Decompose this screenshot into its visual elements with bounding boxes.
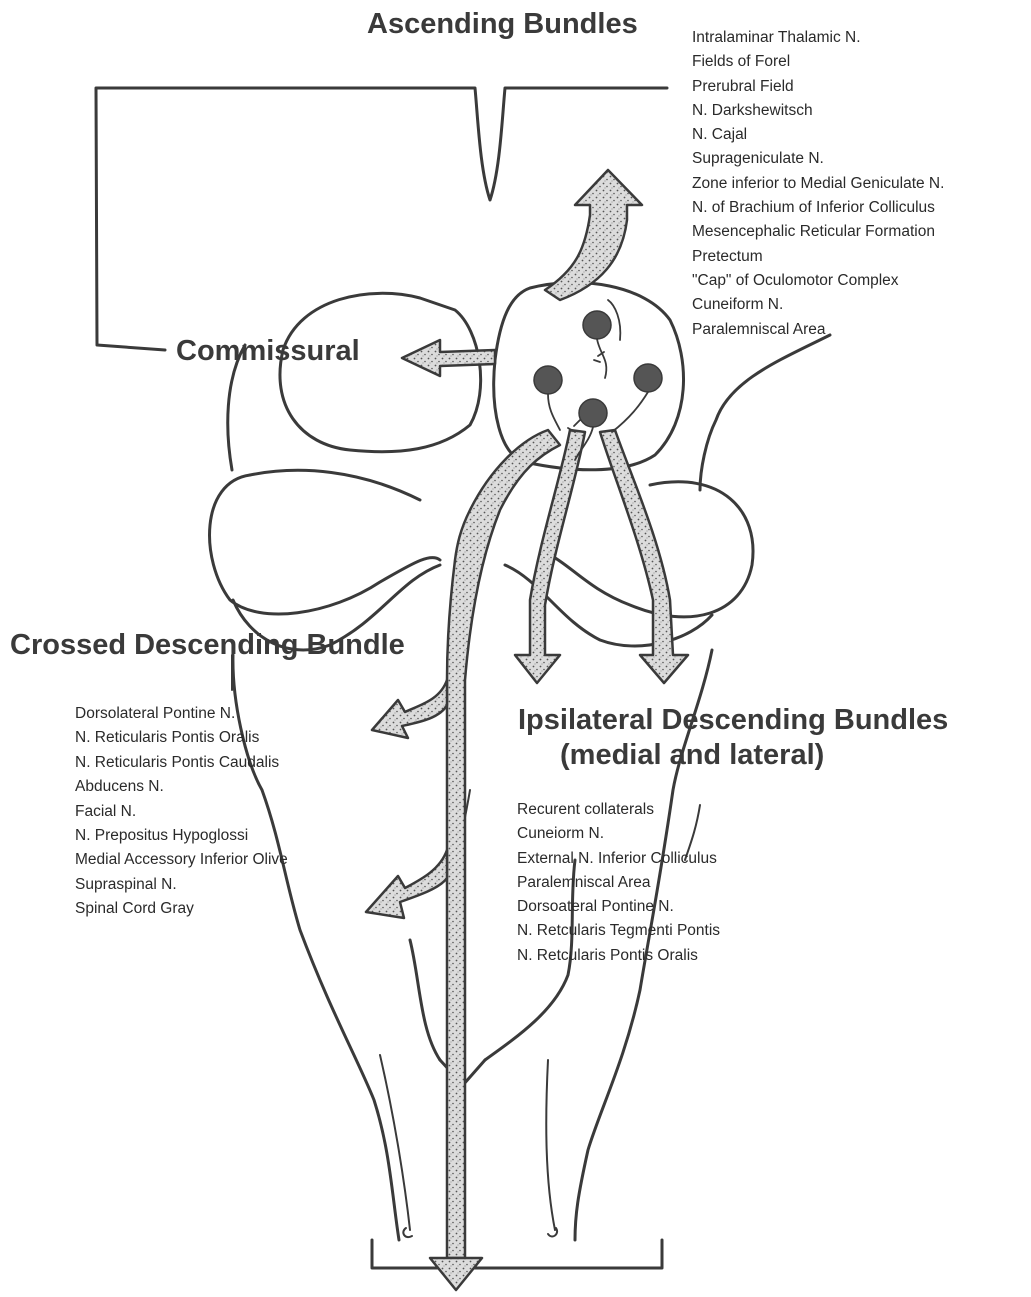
list-item: Suprageniculate N. [692, 147, 944, 171]
cell-body-3 [634, 364, 662, 392]
list-item: Zone inferior to Medial Geniculate N. [692, 172, 944, 196]
list-item: Paralemniscal Area [692, 318, 944, 342]
list-item: N. Retcularis Pontis Oralis [517, 944, 720, 968]
list-item: N. Prepositus Hypoglossi [75, 824, 288, 848]
list-item: Dorsolateral Pontine N. [75, 702, 288, 726]
list-item: Cuneiform N. [692, 293, 944, 317]
list-item: Mesencephalic Reticular Formation [692, 220, 944, 244]
ascending-bundles-heading: Ascending Bundles [367, 8, 638, 41]
spinal-cord-outline [372, 1240, 662, 1268]
list-item: Cuneiorm N. [517, 822, 720, 846]
list-item: Spinal Cord Gray [75, 897, 288, 921]
list-item: Paralemniscal Area [517, 871, 720, 895]
crossed-descending-heading: Crossed Descending Bundle [10, 629, 405, 662]
list-item: Prerubral Field [692, 75, 944, 99]
list-item: Pretectum [692, 245, 944, 269]
crossed-descending-targets-list: Dorsolateral Pontine N. N. Reticularis P… [75, 702, 288, 922]
ipsilateral-descending-heading: Ipsilateral Descending Bundles (medial a… [518, 703, 948, 773]
list-item: Medial Accessory Inferior Olive [75, 848, 288, 872]
list-item: N. of Brachium of Inferior Colliculus [692, 196, 944, 220]
ipsilateral-descending-targets-list: Recurent collaterals Cuneiorm N. Externa… [517, 798, 720, 968]
list-item: N. Retcularis Tegmenti Pontis [517, 919, 720, 943]
cell-body-2 [534, 366, 562, 394]
superior-colliculus-outline [280, 293, 481, 451]
cell-body-4 [579, 399, 607, 427]
list-item: Intralaminar Thalamic N. [692, 26, 944, 50]
list-item: N. Darkshewitsch [692, 99, 944, 123]
list-item: Recurent collaterals [517, 798, 720, 822]
ascending-pathway [545, 170, 642, 300]
left-lobe-outline [210, 475, 440, 614]
list-item: Dorsoateral Pontine N. [517, 895, 720, 919]
list-item: "Cap" of Oculomotor Complex [692, 269, 944, 293]
ipsilateral-heading-line2: (medial and lateral) [518, 738, 948, 773]
commissural-heading: Commissural [176, 335, 360, 368]
list-item: N. Cajal [692, 123, 944, 147]
ipsilateral-heading-line1: Ipsilateral Descending Bundles [518, 703, 948, 738]
list-item: External N. Inferior Colliculus [517, 847, 720, 871]
list-item: Abducens N. [75, 775, 288, 799]
list-item: Facial N. [75, 800, 288, 824]
list-item: Fields of Forel [692, 50, 944, 74]
cell-body-1 [583, 311, 611, 339]
ascending-targets-list: Intralaminar Thalamic N. Fields of Forel… [692, 26, 944, 342]
right-brainstem-outline [700, 335, 830, 490]
diencephalon-outline [96, 88, 667, 350]
list-item: N. Reticularis Pontis Oralis [75, 726, 288, 750]
list-item: N. Reticularis Pontis Caudalis [75, 751, 288, 775]
list-item: Supraspinal N. [75, 873, 288, 897]
